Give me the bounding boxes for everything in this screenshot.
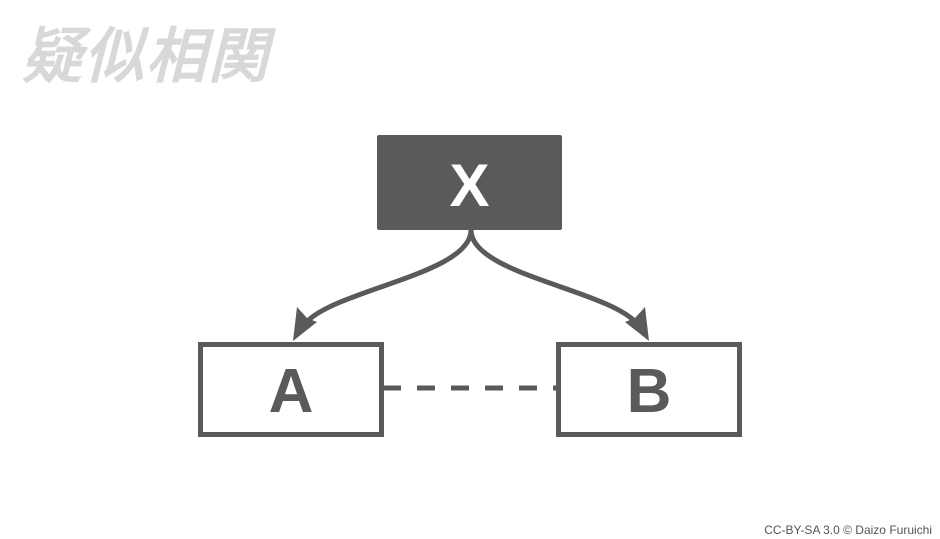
diagram-title: 疑似相関 (22, 23, 270, 90)
arrowhead-a (293, 307, 317, 341)
arrowhead-b (625, 307, 649, 341)
node-x: X (377, 135, 562, 230)
license-credit: CC-BY-SA 3.0 © Daizo Furuichi (764, 523, 932, 537)
node-a-label: A (269, 357, 314, 426)
node-x-label: X (449, 152, 489, 219)
node-b: B (556, 342, 742, 437)
edge-x-to-b (468, 229, 641, 327)
edge-x-to-a (301, 229, 474, 327)
node-a: A (198, 342, 384, 437)
node-b-label: B (627, 357, 672, 426)
